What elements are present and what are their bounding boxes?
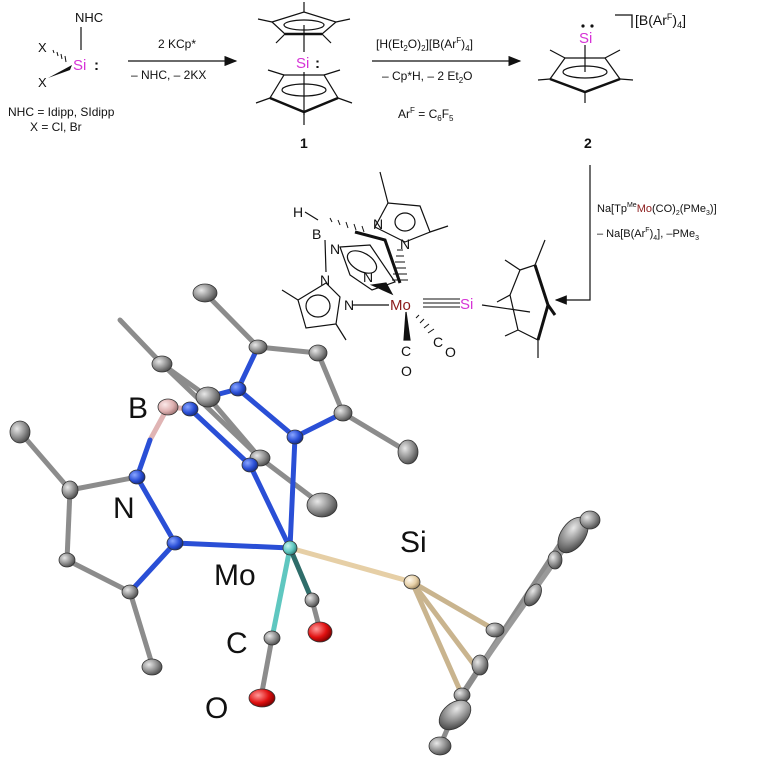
compound-2-silyliumylidene [537, 14, 634, 103]
product-atom-labels: H B N N N N N N Mo Si C O C O [293, 204, 473, 379]
x-definition: X = Cl, Br [30, 120, 82, 134]
svg-text:N: N [330, 241, 340, 257]
svg-text:N: N [373, 216, 383, 232]
nhc-definition: NHC = Idipp, SIdipp [8, 105, 115, 119]
svg-text:H: H [293, 204, 303, 220]
compound-1-decamethylsilicocene [255, 2, 353, 125]
crystal-label-mo: Mo [214, 559, 256, 592]
reaction-arrow-1: 2 KCp* – NHC, – 2KX [128, 37, 238, 82]
svg-text:N: N [400, 236, 410, 252]
si-label: Si [73, 57, 86, 74]
start-material-silylene: NHC Si : X X NHC = Idipp, SIdipp X = Cl,… [8, 10, 115, 134]
product-si-label: Si [460, 296, 473, 313]
svg-text:N: N [344, 297, 354, 313]
crystal-label-c: C [226, 627, 248, 660]
arrow2-byproducts: – Cp*H, – 2 Et2O [382, 69, 473, 85]
compound2-si-label: Si [579, 30, 592, 47]
svg-text:B: B [312, 226, 321, 242]
arrow3-reagent: Na[TpMeMo(CO)2(PMe3)] [597, 202, 717, 217]
x-ligand-top: X [38, 40, 47, 55]
crystal-label-o: O [205, 692, 228, 725]
compound1-si-label: Si [296, 55, 309, 72]
counterion-label: [B(ArF)4] [635, 12, 686, 30]
reaction-arrow-2: [H(Et2O)2][B(ArF)4] – Cp*H, – 2 Et2O ArF… [372, 36, 522, 123]
arrow3-byproducts: – Na[B(ArF)4], –PMe3 [597, 227, 699, 242]
svg-text:N: N [363, 269, 373, 285]
arf-definition: ArF = C6F5 [398, 106, 454, 123]
x-ligand-bottom: X [38, 75, 47, 90]
lone-pair-dot [581, 24, 585, 28]
compound1-lone-pair: : [315, 55, 320, 72]
arrow1-reagent: 2 KCp* [158, 37, 196, 51]
crystal-label-b: B [128, 392, 148, 425]
arrow1-byproducts: – NHC, – 2KX [131, 68, 206, 82]
reaction-arrow-3: Na[TpMeMo(CO)2(PMe3)] – Na[B(ArF)4], –PM… [554, 165, 717, 305]
crystal-label-n: N [113, 492, 135, 525]
svg-text:O: O [445, 344, 456, 360]
compound-2-number: 2 [584, 135, 592, 151]
lone-pair: : [94, 57, 99, 74]
lone-pair-dot [590, 24, 594, 28]
svg-text:O: O [401, 363, 412, 379]
crystal-label-si: Si [400, 526, 427, 559]
product-line-structure [281, 171, 557, 358]
crystal-structure: B N Mo Si C O [9, 283, 601, 756]
nhc-label: NHC [75, 10, 103, 25]
compound-1-number: 1 [300, 135, 308, 151]
svg-text:N: N [320, 272, 330, 288]
arrow2-reagent: [H(Et2O)2][B(ArF)4] [376, 36, 473, 53]
svg-text:C: C [401, 343, 411, 359]
svg-text:C: C [433, 334, 443, 350]
product-mo-label: Mo [390, 297, 411, 314]
